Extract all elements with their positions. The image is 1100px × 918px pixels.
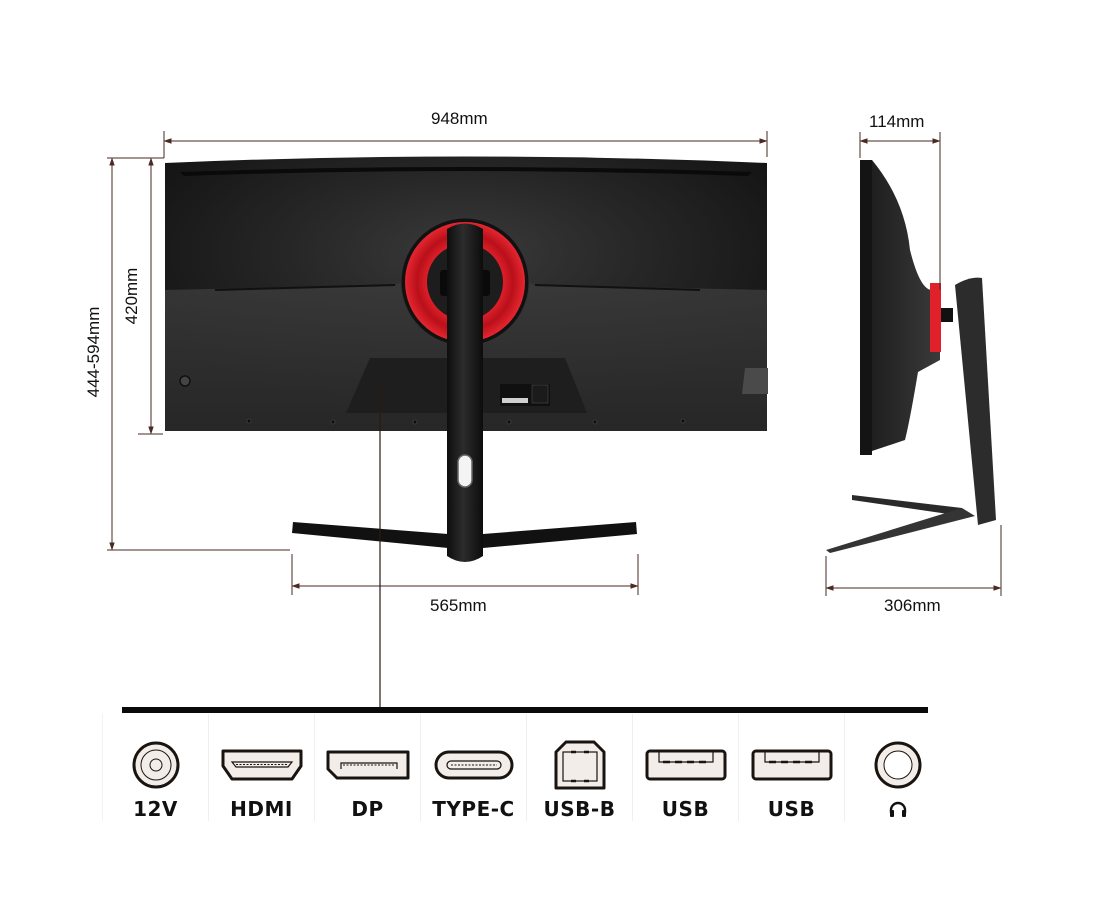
connector-label: USB	[661, 797, 710, 821]
dimension-depth-label: 114mm	[869, 112, 925, 131]
side-panel	[860, 160, 940, 455]
headphone-jack-icon	[874, 741, 921, 789]
side-red-mount	[930, 283, 941, 352]
dimension-base-width-label: 565mm	[430, 596, 487, 615]
power-button-icon	[179, 375, 191, 387]
side-base-leg	[826, 508, 975, 553]
hdmi-port-icon	[221, 749, 302, 780]
base-leg-left	[292, 522, 448, 548]
base-leg-right	[483, 522, 637, 548]
connector-header-bar	[122, 707, 928, 713]
dimension-total-height-label: 444-594mm	[84, 306, 103, 398]
usb-a-port-icon	[751, 749, 832, 780]
usb-a-port-icon	[645, 749, 726, 780]
side-view	[826, 160, 996, 553]
connector-label: TYPE-C	[432, 797, 515, 821]
side-joystick	[742, 368, 768, 394]
connector-hdmi: HDMI	[209, 714, 315, 821]
top-vent	[180, 167, 752, 176]
dimension-width-label: 948mm	[431, 109, 488, 128]
connector-label: HDMI	[230, 797, 293, 821]
rear-view	[165, 156, 768, 562]
connector-usb-a-1: USB	[633, 714, 739, 821]
dc-power-jack-icon	[132, 741, 179, 788]
connector-strip: 12V HDMI DP TY	[102, 714, 950, 821]
dimension-lines	[107, 131, 1002, 708]
dimension-panel-height-label: 420mm	[122, 267, 141, 325]
usb-b-port-icon	[554, 740, 605, 789]
headphones-icon	[889, 801, 906, 818]
dimension-base-depth-label: 306mm	[884, 596, 941, 615]
connector-headphone	[845, 714, 950, 821]
side-stand-column	[955, 277, 996, 525]
usb-c-port-icon	[434, 750, 513, 779]
connector-label: USB-B	[543, 797, 616, 821]
cable-management-hole	[457, 454, 473, 488]
connector-type-c: TYPE-C	[421, 714, 527, 821]
connector-label: 12V	[133, 797, 178, 821]
connector-label: DP	[351, 797, 384, 821]
connector-dp: DP	[315, 714, 421, 821]
connector-usb-b: USB-B	[527, 714, 633, 821]
displayport-icon	[326, 750, 409, 779]
stand-neck	[447, 223, 483, 562]
connector-label: USB	[767, 797, 816, 821]
connector-usb-a-2: USB	[739, 714, 845, 821]
connector-12v: 12V	[102, 714, 209, 821]
